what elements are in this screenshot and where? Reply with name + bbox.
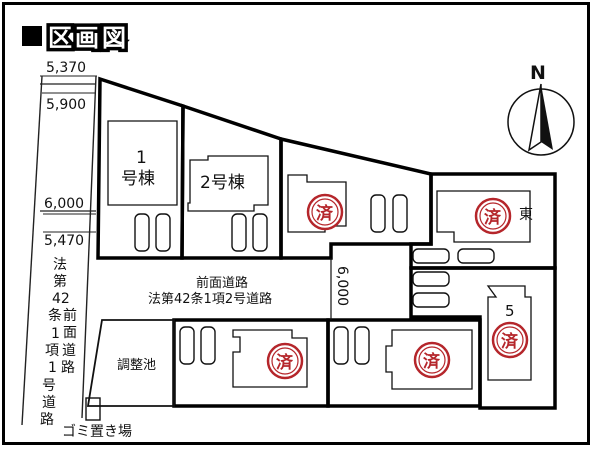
adjustment-pond-label: 調整池: [117, 358, 156, 373]
adjustment-pond-outline: [86, 319, 175, 407]
side-road-char: 法: [53, 257, 67, 273]
dimension-label: 5,470: [44, 233, 84, 249]
side-road-char: 項: [45, 343, 59, 359]
dimension-label: 6,000: [334, 266, 350, 306]
west-road: [21, 75, 97, 426]
garbage-area-box: [85, 397, 101, 421]
side-road-char: 条: [48, 307, 62, 324]
title-text: 区画図: [45, 21, 130, 56]
dimension-label: 6,000: [44, 196, 84, 212]
lot-lower-left-outline: [172, 318, 330, 408]
lot-1-label: 1: [136, 148, 147, 168]
garbage-area-label: ゴミ置き場: [62, 423, 132, 440]
side-road-char: 42: [52, 291, 70, 307]
sold-stamp: 済: [266, 342, 304, 380]
side-road-char: 1: [48, 360, 57, 376]
lot-4-house-char: 東: [519, 207, 533, 223]
dimension-label: 5,370: [46, 60, 86, 76]
north-arrow: N: [507, 62, 575, 156]
lot-2-label: 2号棟: [200, 173, 245, 193]
title-square-icon: [22, 25, 42, 46]
lot-lower-right-outline: [326, 318, 482, 408]
side-road-char: 面: [63, 325, 77, 341]
side-road-char: 道: [62, 343, 76, 359]
sold-stamp: 済: [413, 341, 451, 379]
dimension-ticks: [40, 75, 97, 233]
lot-5-label: 5: [505, 302, 515, 320]
sold-stamp: 済: [306, 193, 344, 231]
dimension-label: 5,900: [46, 97, 86, 113]
svg-text:済: 済: [484, 207, 502, 228]
parking-spaces: [134, 194, 495, 365]
sold-stamp: 済: [491, 321, 529, 359]
lot-1-label: 号棟: [121, 169, 155, 189]
svg-text:済: 済: [276, 352, 294, 373]
house-outlines: [107, 120, 532, 390]
side-road-label: 法 第 42 条 1 項 1 号 道 路 前 面 道 路: [40, 257, 77, 428]
side-road-char: 路: [61, 360, 75, 376]
side-road-char: 路: [40, 412, 54, 428]
side-road-char: 第: [53, 273, 67, 290]
front-road-label: 前面道路: [196, 275, 248, 291]
svg-text:済: 済: [316, 203, 334, 224]
front-road-label: 法第42条1項2号道路: [148, 291, 272, 307]
lot-5-outline: [409, 266, 557, 410]
svg-text:済: 済: [423, 351, 441, 372]
lot-3-outline: [279, 136, 433, 260]
side-road-char: 前: [63, 307, 77, 324]
north-arrow-label: N: [530, 62, 546, 84]
side-road-char: 道: [42, 395, 56, 411]
svg-text:済: 済: [501, 331, 519, 352]
side-road-char: 1: [51, 326, 60, 342]
page-title: 区画図: [22, 18, 130, 56]
sold-stamp: 済: [474, 197, 512, 235]
side-road-char: 号: [42, 378, 56, 394]
